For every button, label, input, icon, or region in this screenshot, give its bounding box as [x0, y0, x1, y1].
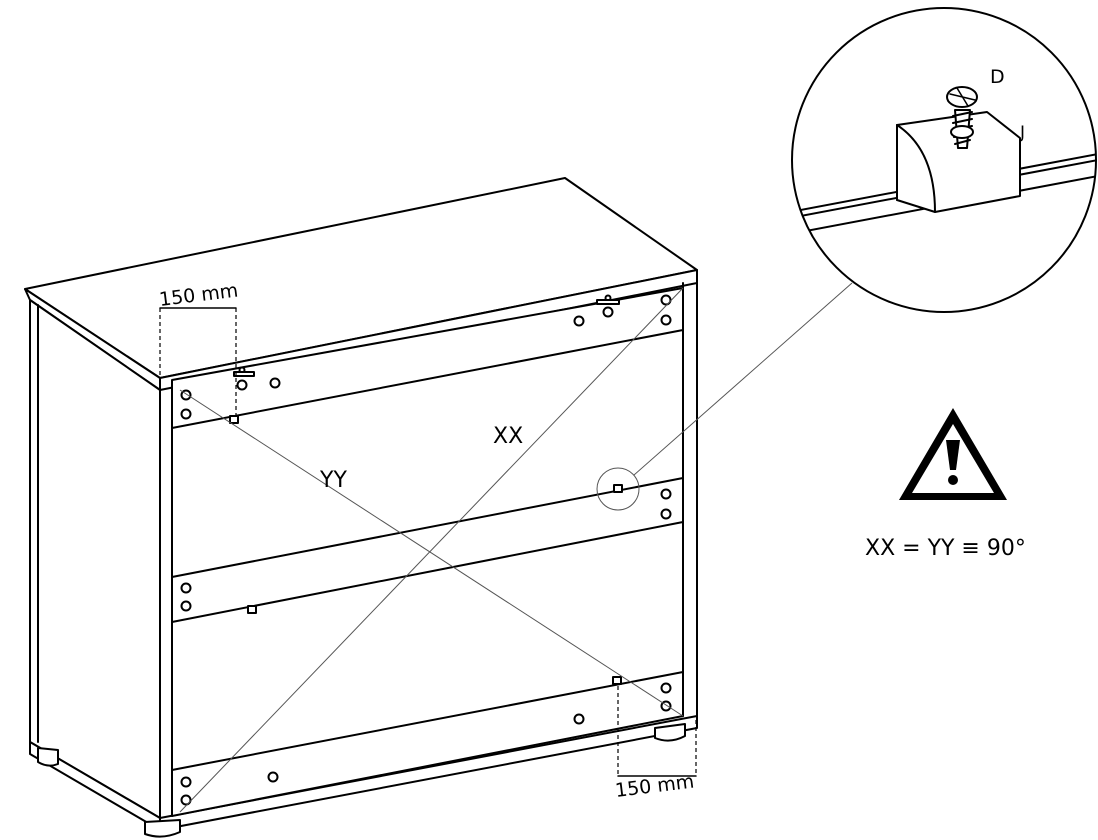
warning-triangle-icon	[899, 408, 1007, 500]
diagonal-xx-line	[179, 287, 684, 813]
dimension-bottom-label: 150 mm	[614, 770, 695, 802]
dimension-top	[159, 307, 237, 420]
diagonal-yy-label: YY	[319, 468, 347, 493]
detail-marker	[596, 467, 640, 511]
detail-leader-line	[633, 282, 853, 476]
warning-formula: XX = YY ≡ 90°	[865, 536, 1026, 561]
cabinet	[24, 177, 853, 838]
screw-icon	[946, 86, 978, 149]
part-j-label: J	[1019, 123, 1025, 143]
screw-holes	[180, 294, 672, 806]
detail-magnifier	[791, 7, 1097, 313]
part-d-label: D	[990, 66, 1005, 88]
diagonal-yy-line	[179, 389, 684, 717]
diagonal-xx-label: XX	[493, 424, 523, 449]
dimension-bottom	[617, 686, 697, 777]
